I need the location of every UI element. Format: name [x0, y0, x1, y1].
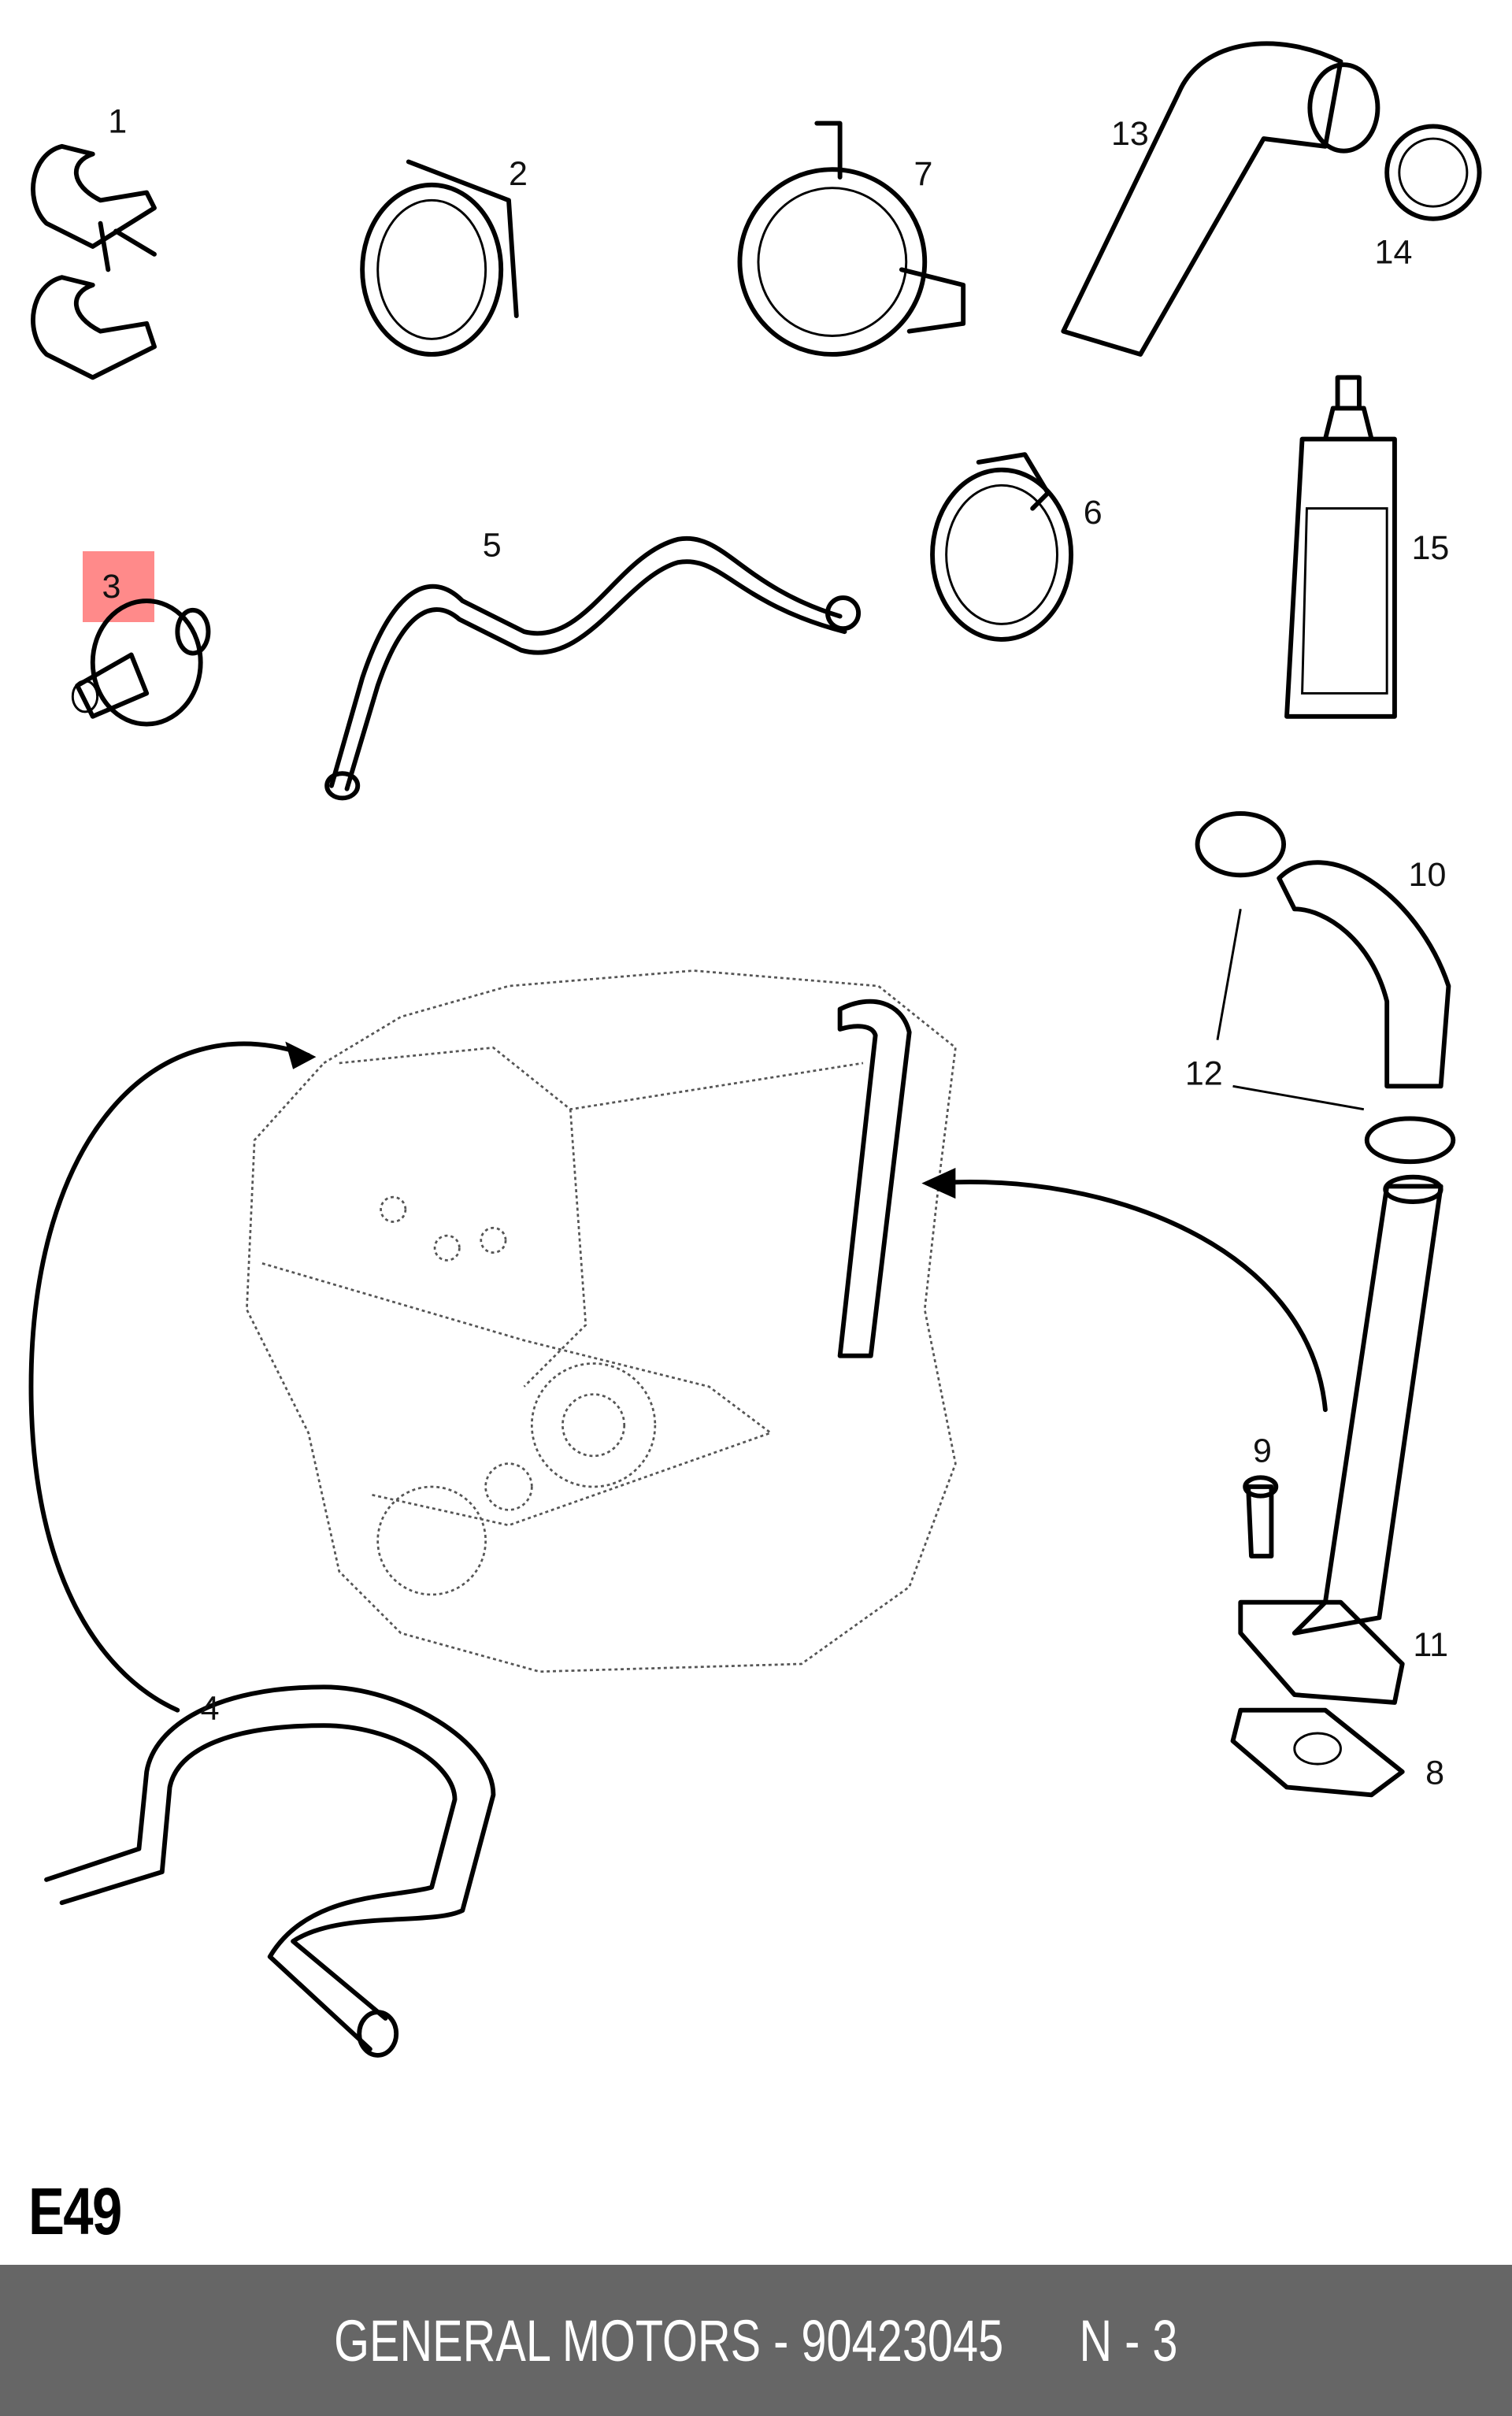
part-4-hose — [44, 1684, 496, 2058]
part-1-clip — [31, 143, 157, 380]
part-7-clamp — [737, 120, 966, 357]
callout-6: 6 — [1084, 494, 1102, 532]
part-5-hose — [324, 535, 862, 801]
footer-position: N - 3 — [1079, 2307, 1178, 2373]
callout-12: 12 — [1185, 1054, 1223, 1092]
callout-15: 15 — [1411, 529, 1449, 567]
part-14-clamp — [1384, 124, 1482, 221]
footer-bar: GENERAL MOTORS - 90423045 N - 3 — [0, 2265, 1512, 2416]
part-3-valve — [71, 598, 211, 727]
callout-4: 4 — [201, 1689, 220, 1727]
callout-labels: 1 2 3 4 5 6 7 8 9 10 11 12 13 14 15 — [102, 102, 1449, 1792]
callout-10: 10 — [1409, 856, 1447, 894]
engine-illustration — [246, 969, 957, 1673]
footer-separator: - — [761, 2307, 802, 2373]
footer-text: GENERAL MOTORS - 90423045 N - 3 — [334, 2307, 1177, 2374]
callout-9: 9 — [1253, 1432, 1272, 1470]
callout-5: 5 — [483, 526, 502, 564]
callout-7: 7 — [914, 155, 933, 193]
callout-3: 3 — [102, 568, 120, 606]
callout-14: 14 — [1375, 234, 1413, 272]
parts-diagram: 1 2 3 4 5 6 7 8 9 10 11 12 13 14 15 — [28, 41, 1482, 2058]
callout-11: 11 — [1413, 1626, 1448, 1664]
footer-brand: GENERAL MOTORS — [334, 2307, 762, 2373]
part-15-tube — [1284, 375, 1397, 719]
callout-13: 13 — [1111, 115, 1149, 153]
part-13-hose — [1061, 41, 1380, 357]
callout-1: 1 — [108, 102, 127, 140]
callout-8: 8 — [1425, 1755, 1444, 1792]
page-code: E49 — [28, 2174, 122, 2248]
part-6-clamp — [930, 452, 1074, 642]
arrows — [28, 1041, 1328, 1713]
right-assembly — [1195, 811, 1456, 1798]
footer-part-number: 90423045 — [801, 2307, 1004, 2373]
part-2-clamp — [360, 159, 519, 357]
callout-2: 2 — [509, 155, 528, 193]
